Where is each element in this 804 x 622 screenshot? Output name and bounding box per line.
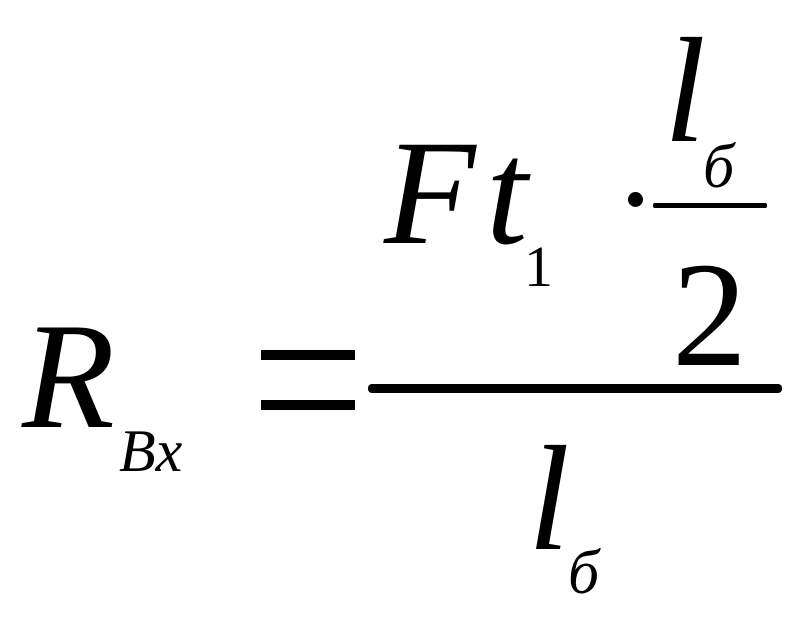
inner-fraction-bar <box>653 203 767 208</box>
multiplication-dot <box>628 192 643 207</box>
denominator-l: l <box>528 416 570 582</box>
numerator-F: F <box>384 110 476 276</box>
equals-bar-bottom <box>261 400 355 410</box>
numerator-t-subscript: 1 <box>524 234 553 299</box>
inner-numerator-subscript: б <box>703 133 735 201</box>
denominator-subscript: б <box>568 539 600 607</box>
inner-numerator-l: l <box>664 8 706 174</box>
numerator-t: t <box>486 110 528 276</box>
lhs-symbol: R <box>22 292 115 460</box>
inner-denominator: 2 <box>672 232 747 398</box>
main-fraction-bar <box>368 384 782 393</box>
equals-bar-top <box>261 350 355 360</box>
lhs-subscript: Bx <box>119 418 183 484</box>
